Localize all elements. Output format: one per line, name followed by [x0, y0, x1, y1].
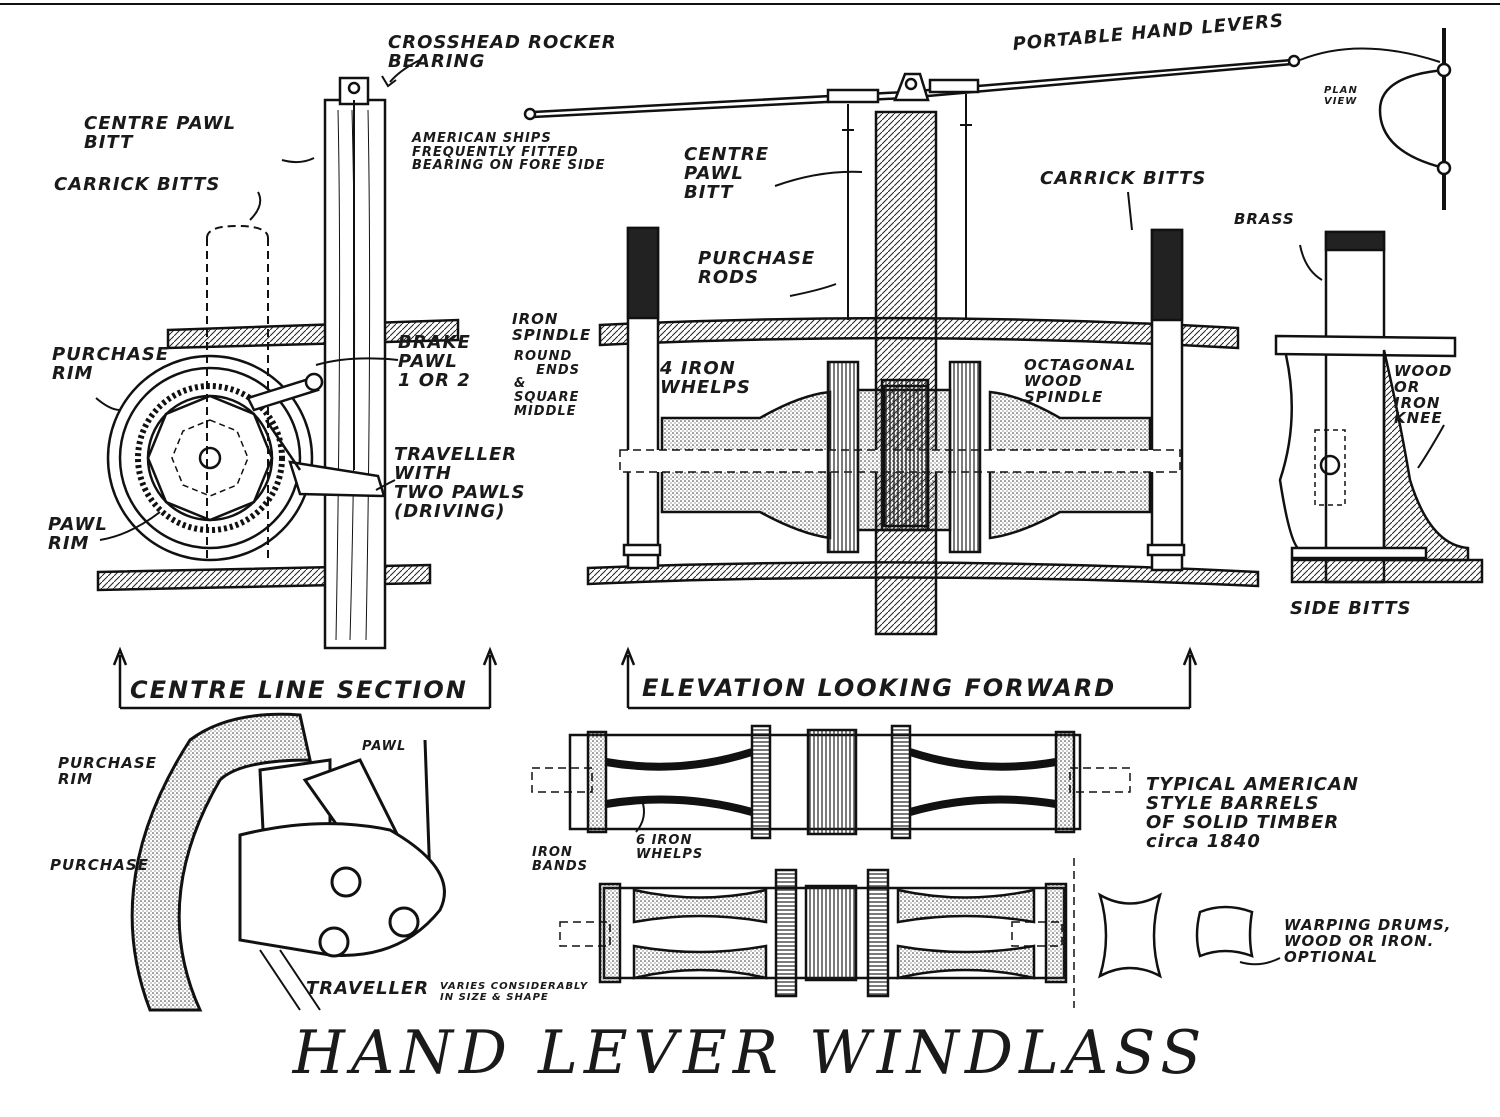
barrels-view: [531, 724, 1254, 1008]
elevation-view: [586, 110, 1260, 710]
purchase-rim-top-label: PURCHASE RIM: [52, 344, 170, 384]
leader-arrows: [95, 59, 1445, 966]
round-ends-label: ROUND ENDS & SQUARE MIDDLE: [514, 349, 581, 419]
american-ships-note: AMERICAN SHIPS FREQUENTLY FITTED BEARING…: [412, 131, 606, 174]
crosshead-label: CROSSHEAD ROCKER BEARING: [388, 32, 617, 72]
six-iron-whelps-label: 6 IRON WHELPS: [636, 833, 704, 862]
side-bitts-label: SIDE BITTS: [1290, 598, 1412, 619]
octagonal-spindle-label: OCTAGONAL WOOD SPINDLE: [1024, 356, 1137, 406]
warping-drums-label: WARPING DRUMS, WOOD OR IRON. OPTIONAL: [1284, 916, 1452, 966]
traveller-note: VARIES CONSIDERABLY IN SIZE & SHAPE: [440, 981, 589, 1003]
hand-levers: [523, 28, 1452, 320]
elevation-heading: ELEVATION LOOKING FORWARD: [642, 674, 1117, 702]
iron-spindle-label: IRON SPINDLE: [512, 310, 592, 344]
traveller-label: TRAVELLER: [306, 978, 430, 999]
page-title: HAND LEVER WINDLASS: [292, 1018, 1208, 1088]
plan-view-label: PLAN VIEW: [1324, 85, 1358, 107]
four-iron-whelps-label: 4 IRON WHELPS: [660, 358, 751, 398]
iron-bands-label: IRON BANDS: [532, 845, 589, 874]
centre-pawl-bitt-left-label: CENTRE PAWL BITT: [84, 113, 237, 153]
centre-line-section-heading: CENTRE LINE SECTION: [130, 676, 468, 704]
purchase-rods-label: PURCHASE RODS: [698, 248, 816, 288]
purchase-label: PURCHASE: [50, 856, 149, 874]
purchase-rim-bottom-label: PURCHASE RIM: [58, 754, 157, 788]
traveller-two-pawls-label: TRAVELLER WITH TWO PAWLS (DRIVING): [394, 444, 526, 522]
purchase-detail-view: [130, 712, 446, 1012]
brass-label: BRASS: [1234, 210, 1295, 228]
wood-or-iron-knee-label: WOOD OR IRON KNEE: [1394, 362, 1453, 428]
pawl-label: PAWL: [362, 739, 407, 754]
pawl-rim-label: PAWL RIM: [48, 514, 108, 554]
carrick-bitts-left-label: CARRICK BITTS: [54, 174, 221, 195]
brake-pawl-label: BRAKE PAWL 1 OR 2: [398, 332, 471, 391]
side-bitts-view: [1274, 230, 1484, 584]
typical-barrels-label: TYPICAL AMERICAN STYLE BARRELS OF SOLID …: [1146, 774, 1359, 852]
centre-line-section-view: [96, 76, 498, 710]
carrick-bitts-right-label: CARRICK BITTS: [1040, 168, 1207, 189]
centre-pawl-bitt-mid-label: CENTRE PAWL BITT: [684, 144, 770, 203]
